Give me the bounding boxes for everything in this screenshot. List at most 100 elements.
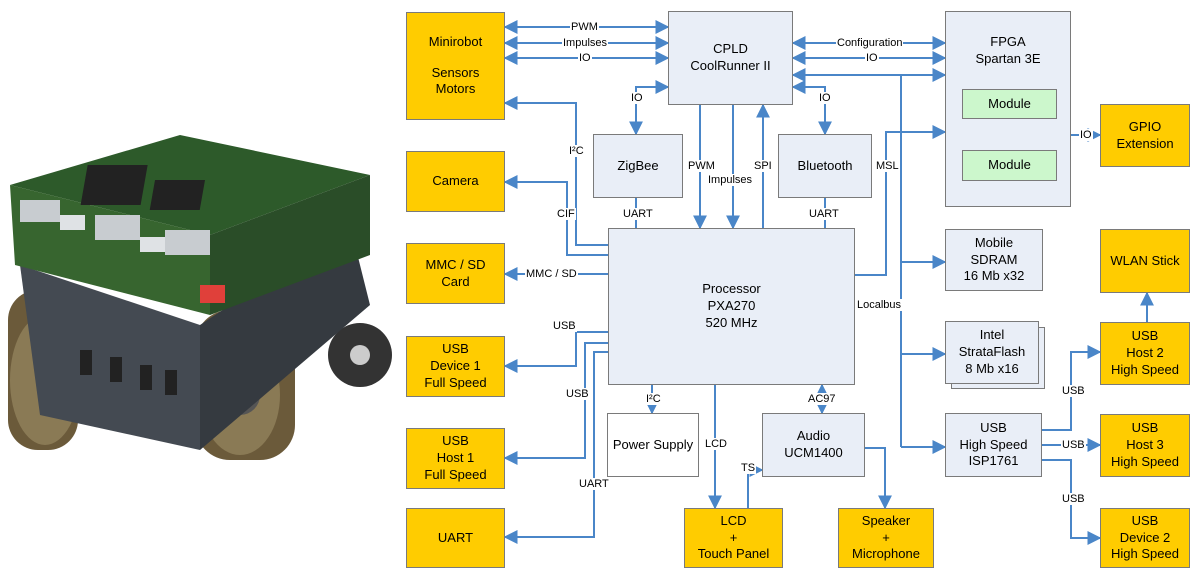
- audio-box: Audio UCM1400: [762, 413, 865, 477]
- sensors-line: Sensors: [432, 65, 480, 82]
- usb-host1-line2: Host 1: [437, 450, 475, 467]
- mmc-sd-label: MMC / SD: [525, 268, 578, 280]
- msl-label: MSL: [875, 160, 900, 172]
- fpga-module-2: Module: [962, 150, 1057, 181]
- usb-host2-box: USB Host 2 High Speed: [1100, 322, 1190, 385]
- speaker-line3: Microphone: [852, 546, 920, 563]
- uart-line: UART: [438, 530, 473, 547]
- flash-line3: 8 Mb x16: [965, 361, 1018, 378]
- usb-host3-line2: Host 3: [1126, 437, 1164, 454]
- usb-host3-box: USB Host 3 High Speed: [1100, 414, 1190, 477]
- speaker-line2: +: [882, 530, 890, 547]
- wlan-line: WLAN Stick: [1110, 253, 1179, 270]
- module1-line: Module: [988, 96, 1031, 113]
- mmc-line1: MMC / SD: [426, 257, 486, 274]
- usb-device2-bus-label: USB: [1061, 493, 1086, 505]
- fpga-module-1: Module: [962, 89, 1057, 119]
- usb1-label: USB: [552, 320, 577, 332]
- impulses-top-label: Impulses: [562, 37, 608, 49]
- uart-bluetooth-label: UART: [808, 208, 840, 220]
- cpld-line2: CoolRunner II: [690, 58, 770, 75]
- usb-hs-line1: USB: [980, 420, 1007, 437]
- ts-label: TS: [740, 462, 756, 474]
- flash-line1: Intel: [980, 327, 1005, 344]
- io-gpio-label: IO: [1079, 129, 1093, 141]
- fpga-line2: Spartan 3E: [975, 51, 1040, 68]
- usb-device1-box: USB Device 1 Full Speed: [406, 336, 505, 397]
- speaker-line1: Speaker: [862, 513, 910, 530]
- usb-device2-line2: Device 2: [1120, 530, 1171, 547]
- uart-box: UART: [406, 508, 505, 568]
- usb-host1-box: USB Host 1 Full Speed: [406, 428, 505, 489]
- usb-host1-line1: USB: [442, 433, 469, 450]
- usb-device1-line3: Full Speed: [424, 375, 486, 392]
- usb-device1-line2: Device 1: [430, 358, 481, 375]
- zigbee-line: ZigBee: [617, 158, 658, 175]
- gpio-extension-box: GPIO Extension: [1100, 104, 1190, 167]
- usb-device2-line1: USB: [1132, 513, 1159, 530]
- processor-box: Processor PXA270 520 MHz: [608, 228, 855, 385]
- module2-line: Module: [988, 157, 1031, 174]
- strataflash-box: Intel StrataFlash 8 Mb x16: [945, 321, 1039, 384]
- usb-host3-line1: USB: [1132, 420, 1159, 437]
- gpio-line2: Extension: [1116, 136, 1173, 153]
- processor-line2: PXA270: [708, 298, 756, 315]
- power-supply-line: Power Supply: [613, 437, 693, 454]
- lcd-line2: +: [730, 530, 738, 547]
- usb2-label: USB: [565, 388, 590, 400]
- io-zigbee-label: IO: [630, 92, 644, 104]
- i2c-bottom-label: I²C: [645, 393, 662, 405]
- spi-label: SPI: [753, 160, 773, 172]
- usb-host2-bus-label: USB: [1061, 385, 1086, 397]
- lcd-bus-label: LCD: [704, 438, 728, 450]
- pwm-mid-label: PWM: [687, 160, 716, 172]
- sdram-line1: Mobile: [975, 235, 1013, 252]
- usb-host2-line2: Host 2: [1126, 345, 1164, 362]
- bluetooth-line: Bluetooth: [798, 158, 853, 175]
- cpld-box: CPLD CoolRunner II: [668, 11, 793, 105]
- sdram-line2: SDRAM: [971, 252, 1018, 269]
- processor-line1: Processor: [702, 281, 761, 298]
- camera-box: Camera: [406, 151, 505, 212]
- usb-host3-line3: High Speed: [1111, 454, 1179, 471]
- zigbee-box: ZigBee: [593, 134, 683, 198]
- usb-host1-line3: Full Speed: [424, 467, 486, 484]
- usb-host3-bus-label: USB: [1061, 439, 1086, 451]
- minirobot-line: Minirobot: [429, 34, 482, 51]
- ac97-label: AC97: [807, 393, 837, 405]
- minirobot-box: Minirobot Sensors Motors: [406, 12, 505, 120]
- bluetooth-box: Bluetooth: [778, 134, 872, 198]
- i2c-left-label: I²C: [568, 145, 585, 157]
- lcd-line3: Touch Panel: [698, 546, 770, 563]
- mmc-sd-card-box: MMC / SD Card: [406, 243, 505, 304]
- usb-hs-line3: ISP1761: [969, 453, 1019, 470]
- io-fpga-label: IO: [865, 52, 879, 64]
- sdram-line3: 16 Mb x32: [964, 268, 1025, 285]
- cpld-line1: CPLD: [713, 41, 748, 58]
- sdram-box: Mobile SDRAM 16 Mb x32: [945, 229, 1043, 291]
- fpga-line1: FPGA: [990, 34, 1025, 51]
- io-bluetooth-label: IO: [818, 92, 832, 104]
- impulses-mid-label: Impulses: [707, 174, 753, 186]
- power-supply-box: Power Supply: [607, 413, 699, 477]
- uart-left-label: UART: [578, 478, 610, 490]
- pwm-top-label: PWM: [570, 21, 599, 33]
- usb-host2-line1: USB: [1132, 328, 1159, 345]
- processor-line3: 520 MHz: [705, 315, 757, 332]
- audio-line1: Audio: [797, 428, 830, 445]
- uart-zigbee-label: UART: [622, 208, 654, 220]
- mmc-line2: Card: [441, 274, 469, 291]
- localbus-label: Localbus: [856, 299, 902, 311]
- usb-device2-box: USB Device 2 High Speed: [1100, 508, 1190, 568]
- io-top-label: IO: [578, 52, 592, 64]
- lcd-touch-panel-box: LCD + Touch Panel: [684, 508, 783, 568]
- usb-device2-line3: High Speed: [1111, 546, 1179, 563]
- motors-line: Motors: [436, 81, 476, 98]
- configuration-label: Configuration: [836, 37, 903, 49]
- usb-host2-line3: High Speed: [1111, 362, 1179, 379]
- wlan-stick-box: WLAN Stick: [1100, 229, 1190, 293]
- cif-label: CIF: [556, 208, 576, 220]
- lcd-line1: LCD: [720, 513, 746, 530]
- usb-device1-line1: USB: [442, 341, 469, 358]
- usb-hs-line2: High Speed: [960, 437, 1028, 454]
